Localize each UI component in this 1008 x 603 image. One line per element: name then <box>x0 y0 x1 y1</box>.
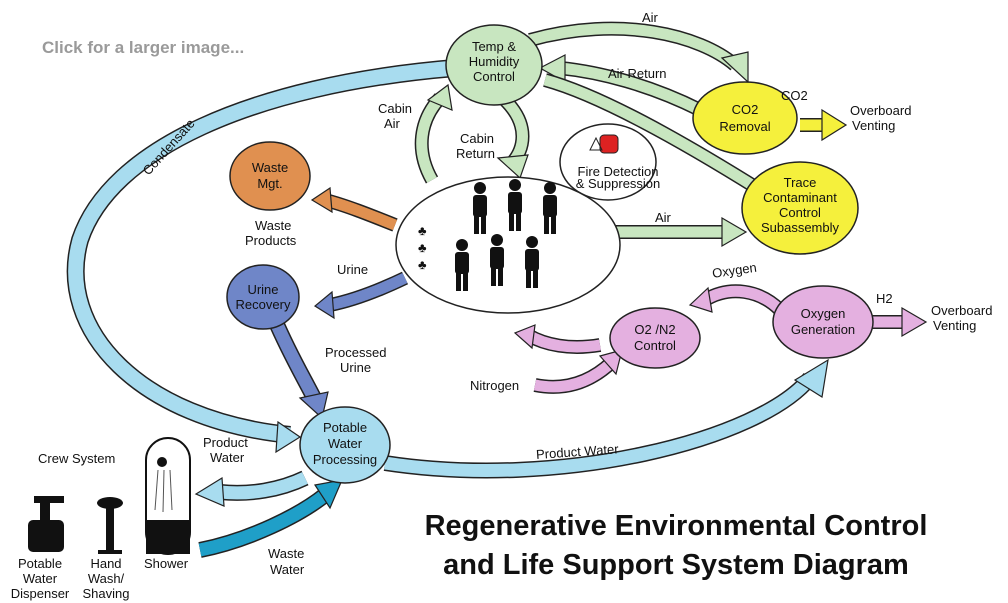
processed-urine-label-1: Processed <box>325 345 386 360</box>
urine-node-label-1: Urine <box>247 282 278 297</box>
urine-recovery-node[interactable] <box>226 264 300 330</box>
cabin-return-label-1: Cabin <box>460 131 494 146</box>
potable-label-3: Processing <box>313 452 377 467</box>
waste-products-label-2: Products <box>245 233 297 248</box>
oxygen-gen-label-2: Generation <box>791 322 855 337</box>
crew-icon: ♣ ♣ ♣ <box>418 179 557 291</box>
potable-label-1: Potable <box>323 420 367 435</box>
temp-label-2: Humidity <box>469 54 520 69</box>
svg-text:♣: ♣ <box>418 223 427 238</box>
click-hint[interactable]: Click for a larger image... <box>42 38 244 57</box>
handwash-label-2: Wash/ <box>88 571 125 586</box>
dispenser-label-2: Water <box>23 571 58 586</box>
svg-text:♣: ♣ <box>418 240 427 255</box>
faucet-icon <box>28 496 64 552</box>
fire-label-1: Fire Detection <box>578 164 659 179</box>
overboard2-label-2: Venting <box>933 318 976 333</box>
urine-flow-label: Urine <box>337 262 368 277</box>
overboard1-label-1: Overboard <box>850 103 911 118</box>
potable-water-node[interactable] <box>299 406 391 484</box>
air-return-label: Air Return <box>608 66 667 81</box>
urine-node-label-2: Recovery <box>236 297 291 312</box>
dispenser-label-1: Potable <box>18 556 62 571</box>
waste-water-label-1: Waste <box>268 546 304 561</box>
temp-label-1: Temp & <box>472 39 516 54</box>
o2n2-label-2: Control <box>634 338 676 353</box>
shower-icon <box>145 437 191 555</box>
fire-extinguisher-icon <box>589 134 619 154</box>
fire-detection-node[interactable] <box>559 123 657 201</box>
co2-removal-node[interactable] <box>692 81 798 155</box>
co2-overboard-arrow <box>821 108 848 142</box>
air-top-label: Air <box>642 10 659 25</box>
air-mid-label: Air <box>655 210 672 225</box>
dispenser-label-3: Dispenser <box>11 586 70 601</box>
waste-label-2: Mgt. <box>257 176 282 191</box>
trace-label-2: Contaminant <box>763 190 837 205</box>
trace-contaminant-node[interactable] <box>741 161 859 255</box>
trace-label-4: Subassembly <box>761 220 840 235</box>
h2-label: H2 <box>876 291 893 306</box>
svg-text:♣: ♣ <box>418 257 427 272</box>
potable-label-2: Water <box>328 436 363 451</box>
overboard1-label-2: Venting <box>852 118 895 133</box>
waste-water-label-2: Water <box>270 562 305 577</box>
oxygen-flow-label: Oxygen <box>711 260 757 281</box>
oxygen-gen-label-1: Oxygen <box>801 306 846 321</box>
diagram-title-line2: and Life Support System Diagram <box>443 549 909 581</box>
cabin-return-label-2: Return <box>456 146 495 161</box>
overboard2-label-1: Overboard <box>931 303 992 318</box>
oxygen-generation-node[interactable] <box>772 285 874 359</box>
fire-label-2: & Suppression <box>576 176 661 191</box>
condensate-arrowhead <box>275 420 302 454</box>
h2-overboard-arrow <box>901 306 928 338</box>
product-water-left-label-2: Water <box>210 450 245 465</box>
co2-node-label-2: Removal <box>719 119 770 134</box>
crew-cabin-node <box>395 176 621 314</box>
waste-mgt-node[interactable] <box>229 141 311 211</box>
product-water-left-label-1: Product <box>203 435 248 450</box>
waste-label-1: Waste <box>252 160 288 175</box>
processed-urine-label-2: Urine <box>340 360 371 375</box>
o2n2-label-1: O2 /N2 <box>634 322 675 337</box>
cabin-air-label-1: Cabin <box>378 101 412 116</box>
o2n2-node[interactable] <box>609 307 701 369</box>
handwash-label-1: Hand <box>90 556 121 571</box>
handwash-label-3: Shaving <box>83 586 130 601</box>
temp-humidity-node[interactable] <box>445 24 543 106</box>
nitrogen-label: Nitrogen <box>470 378 519 393</box>
temp-label-3: Control <box>473 69 515 84</box>
sink-icon <box>97 497 123 554</box>
trace-label-3: Control <box>779 205 821 220</box>
waste-products-label-1: Waste <box>255 218 291 233</box>
cabin-air-label-2: Air <box>384 116 401 131</box>
shower-label: Shower <box>144 556 189 571</box>
product-water-label: Product Water <box>536 441 620 462</box>
trace-label-1: Trace <box>784 175 817 190</box>
diagram-title-line1: Regenerative Environmental Control <box>425 510 928 542</box>
crew-system-label: Crew System <box>38 451 115 466</box>
co2-node-label-1: CO2 <box>732 102 759 117</box>
co2-flow-label: CO2 <box>781 88 808 103</box>
